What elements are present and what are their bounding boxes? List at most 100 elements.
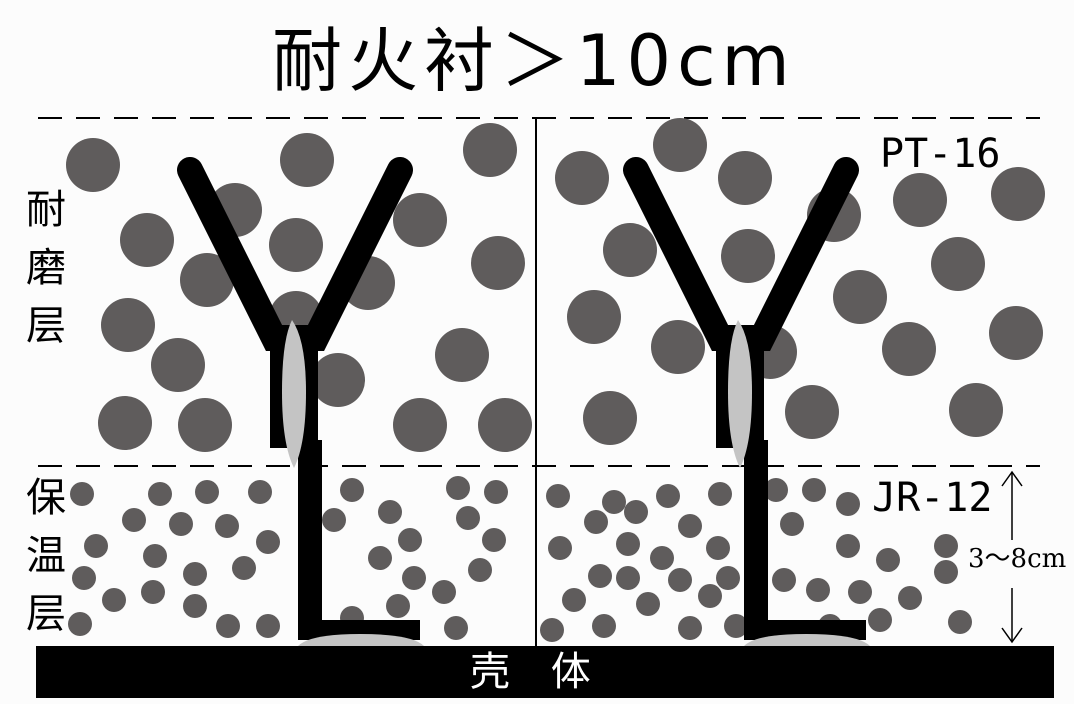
wear-aggregate-particle (98, 396, 152, 450)
insulation-aggregate-particle (183, 562, 207, 586)
insulation-aggregate-particle (215, 514, 239, 538)
insulation-aggregate-particle (386, 594, 410, 618)
shell-label: 壳 体 (470, 649, 605, 695)
insulation-aggregate-particle (602, 490, 626, 514)
wear-aggregate-particle (555, 151, 609, 205)
insulation-thickness-label: 3～8cm (968, 544, 1067, 574)
insulation-layer-label-char: 层 (26, 591, 66, 637)
insulation-aggregate-particle (68, 612, 92, 636)
insulation-aggregate-particle (764, 478, 788, 502)
wear-aggregate-particle (120, 213, 174, 267)
insulation-aggregate-particle (70, 482, 94, 506)
insulation-aggregate-particle (195, 480, 219, 504)
wear-aggregate-particle (478, 398, 532, 452)
insulation-aggregate-particle (562, 588, 586, 612)
wear-aggregate-particle (583, 391, 637, 445)
insulation-aggregate-particle (340, 478, 364, 502)
wear-material-code: PT-16 (880, 131, 1001, 177)
wear-aggregate-particle (269, 218, 323, 272)
wear-aggregate-particle (393, 398, 447, 452)
wear-layer-label: 耐 磨 层 (24, 190, 68, 364)
insulation-aggregate-particle (592, 614, 616, 638)
insulation-aggregate-particle (772, 568, 796, 592)
insulation-aggregate-particle (650, 546, 674, 570)
weld-right-anchor (728, 320, 752, 468)
insulation-aggregate-particle (232, 556, 256, 580)
insulation-aggregate-particle (256, 614, 280, 638)
insulation-aggregate-particle (656, 484, 680, 508)
insulation-aggregate-particle (934, 534, 958, 558)
wear-aggregate-particle (151, 338, 205, 392)
insulation-aggregate-particle (72, 566, 96, 590)
insulation-aggregate-particle (102, 588, 126, 612)
insulation-layer-label: 保 温 层 (24, 478, 68, 652)
wear-aggregate-particle (989, 306, 1043, 360)
insulation-aggregate-particle (616, 566, 640, 590)
insulation-layer-label-char: 保 (26, 475, 66, 521)
wear-aggregate-particle (893, 173, 947, 227)
insulation-aggregate-particle (624, 500, 648, 524)
insulation-aggregate-particle (898, 586, 922, 610)
wear-aggregate-particle (721, 229, 775, 283)
insulation-aggregate-particle (876, 548, 900, 572)
wear-aggregate-particle (949, 383, 1003, 437)
insulation-aggregate-particle (468, 558, 492, 582)
insulation-aggregate-particle (256, 530, 280, 554)
insulation-aggregate-particle (708, 482, 732, 506)
wear-aggregate-particle (991, 167, 1045, 221)
insulation-aggregate-particle (948, 610, 972, 634)
insulation-aggregate-particle (322, 508, 346, 532)
insulation-aggregate-particle (368, 546, 392, 570)
diagram-title: 耐火衬＞10cm (272, 20, 796, 102)
insulation-aggregate-particle (668, 568, 692, 592)
insulation-aggregate-particle (540, 618, 564, 642)
insulation-aggregate-particle (183, 594, 207, 618)
wear-layer-label-char: 耐 (26, 187, 66, 233)
wear-aggregate-particle (180, 253, 234, 307)
wear-aggregate-particle (66, 138, 120, 192)
insulation-aggregate-particle (398, 528, 422, 552)
wear-aggregate-particle (435, 328, 489, 382)
insulation-material-code: JR-12 (872, 475, 993, 521)
insulation-aggregate-particle (402, 566, 426, 590)
insulation-aggregate-particle (141, 580, 165, 604)
insulation-aggregate-particle (848, 580, 872, 604)
anchor-left (177, 157, 424, 658)
insulation-aggregate-particle (432, 580, 456, 604)
insulation-aggregate-particle (546, 484, 570, 508)
insulation-aggregate-particle (706, 536, 730, 560)
wear-aggregate-particle (311, 353, 365, 407)
wear-aggregate-particle (463, 123, 517, 177)
insulation-aggregate-particle (868, 608, 892, 632)
weld-left-anchor (282, 320, 306, 468)
insulation-aggregate-particle (806, 578, 830, 602)
insulation-layer-aggregate (68, 476, 972, 642)
wear-aggregate-particle (101, 298, 155, 352)
insulation-aggregate-particle (836, 492, 860, 516)
insulation-aggregate-particle (482, 528, 506, 552)
insulation-aggregate-particle (216, 614, 240, 638)
wear-aggregate-particle (471, 236, 525, 290)
wear-aggregate-particle (651, 320, 705, 374)
insulation-aggregate-particle (456, 506, 480, 530)
insulation-aggregate-particle (678, 616, 702, 640)
shell-bar (36, 646, 1054, 698)
insulation-aggregate-particle (802, 478, 826, 502)
wear-aggregate-particle (178, 398, 232, 452)
insulation-aggregate-particle (584, 510, 608, 534)
wear-aggregate-particle (785, 385, 839, 439)
wear-aggregate-particle (280, 133, 334, 187)
thickness-dimension-arrow (1001, 470, 1023, 644)
insulation-aggregate-particle (548, 536, 572, 560)
wear-aggregate-particle (718, 151, 772, 205)
insulation-aggregate-particle (378, 500, 402, 524)
wear-aggregate-particle (653, 118, 707, 172)
wear-layer-label-char: 磨 (26, 245, 66, 291)
insulation-aggregate-particle (636, 592, 660, 616)
insulation-aggregate-particle (934, 560, 958, 584)
wear-aggregate-particle (393, 193, 447, 247)
insulation-aggregate-particle (780, 512, 804, 536)
insulation-aggregate-particle (616, 532, 640, 556)
insulation-aggregate-particle (698, 584, 722, 608)
